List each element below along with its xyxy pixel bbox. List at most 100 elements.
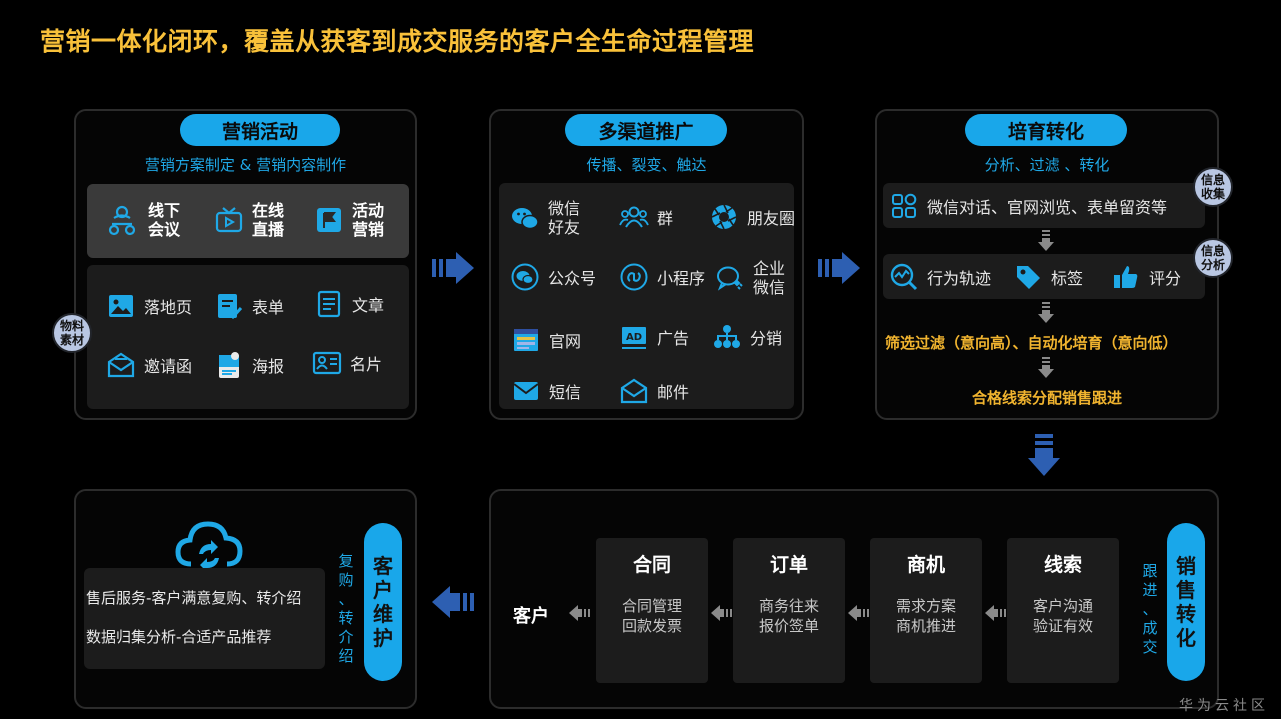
activity-label-line2: 直播: [252, 220, 285, 239]
channel-ad: AD 广告: [619, 322, 689, 352]
filter-text: 筛选过滤（意向高）、自动化培育（意向低）: [885, 334, 1178, 352]
svg-text:AD: AD: [626, 332, 642, 343]
marketing-subtitle: 营销方案制定 & 营销内容制作: [144, 156, 347, 174]
marketing-top-box: [87, 184, 409, 258]
page-title: 营销一体化闭环，覆盖从获客到成交服务的客户全生命过程管理: [40, 27, 755, 56]
channel-enterprise-wechat: 企业微信: [715, 259, 785, 297]
pill-char: 维: [373, 602, 393, 626]
trajectory-icon: [889, 262, 919, 292]
analysis-box: [883, 254, 1205, 299]
activity-label-line1: 在线: [252, 201, 285, 220]
maintain-pill: 客户维护: [364, 523, 402, 681]
stage-card-opportunity: 商机 需求方案商机推进: [870, 538, 982, 683]
website-icon: [511, 325, 541, 355]
activity-offline-meeting: 线下会议: [104, 201, 180, 239]
arrow-right-icon: [432, 252, 474, 284]
channel-moments: 朋友圈: [709, 202, 795, 232]
nurture-pill: 培育转化: [965, 114, 1127, 146]
stage-title: 商机: [906, 554, 945, 576]
activity-label-line2: 营销: [352, 220, 385, 239]
side-char: 复: [338, 552, 354, 570]
pill-char: 客: [373, 554, 393, 578]
arrow-left-icon: [848, 605, 869, 621]
id-card-icon: [312, 348, 342, 378]
pill-char: 转: [1176, 602, 1196, 626]
channel-label: 小程序: [657, 269, 706, 288]
side-char: 介: [338, 628, 354, 646]
info-analyze-badge: 信息分析: [1193, 238, 1233, 278]
data-analysis-text: 数据归集分析-合适产品推荐: [86, 628, 272, 646]
badge-line2: 素材: [59, 333, 84, 347]
channel-distribution: 分销: [712, 322, 782, 352]
badge-line2: 分析: [1200, 258, 1225, 272]
material-invitation: 邀请函: [106, 350, 192, 380]
maintain-side-text: 复购、转介绍: [336, 552, 356, 666]
material-business-card: 名片: [312, 348, 382, 378]
side-char: 、: [338, 590, 354, 608]
sales-pill: 销售转化: [1167, 523, 1205, 681]
wechat-icon: [510, 203, 540, 233]
side-char: 进: [1142, 581, 1158, 599]
assign-text: 合格线索分配销售跟进: [971, 389, 1122, 407]
stage-line1: 合同管理: [621, 597, 682, 615]
customer-label: 客户: [513, 606, 549, 627]
material-form: 表单: [214, 291, 284, 321]
arrow-right-icon: [818, 252, 860, 284]
arrow-down-icon: [1038, 357, 1054, 378]
stage-card-lead: 线索 客户沟通验证有效: [1007, 538, 1119, 683]
collect-item: 微信对话、官网浏览、表单留资等: [889, 191, 1167, 221]
analysis-label: 评分: [1149, 269, 1182, 288]
maintain-box: [84, 568, 325, 669]
analysis-score: 评分: [1111, 262, 1181, 292]
channels-box: [499, 183, 794, 409]
side-char: 绍: [338, 647, 354, 665]
badge-line1: 物料: [59, 319, 84, 333]
arrow-down-icon: [1038, 230, 1054, 251]
group-icon: [619, 202, 649, 232]
material-label: 名片: [350, 355, 383, 374]
activity-label-line2: 会议: [148, 220, 181, 239]
collect-box: [883, 183, 1205, 228]
stage-line1: 商务往来: [758, 597, 819, 615]
channel-mail: 邮件: [619, 376, 689, 406]
material-landing-page: 落地页: [106, 291, 192, 321]
channel-wechat-friends: 微信好友: [510, 199, 580, 237]
arrow-left-icon: [432, 586, 474, 618]
stage-line2: 商机推进: [895, 617, 956, 635]
channel-label: 短信: [549, 383, 582, 402]
image-icon: [106, 291, 136, 321]
watermark: 华为云社区: [1179, 698, 1269, 714]
analysis-label: 标签: [1051, 269, 1084, 288]
people-meeting-icon: [104, 202, 140, 238]
after-sales-text: 售后服务-客户满意复购、转介绍: [86, 589, 302, 607]
channel-label: 群: [657, 209, 674, 228]
stage-line2: 验证有效: [1032, 617, 1093, 635]
arrow-left-icon: [711, 605, 732, 621]
thumbs-up-icon: [1111, 262, 1141, 292]
analysis-tag: 标签: [1013, 262, 1083, 292]
channel-official-account: 公众号: [510, 262, 596, 292]
badge-line1: 信息: [1200, 244, 1225, 258]
side-char: 、: [1142, 600, 1158, 618]
materials-box: [87, 265, 409, 409]
nurture-subtitle: 分析、过滤 、转化: [984, 156, 1110, 174]
material-label: 海报: [252, 357, 285, 376]
tag-icon: [1013, 262, 1043, 292]
moments-icon: [709, 202, 739, 232]
info-collect-badge: 信息收集: [1193, 167, 1233, 207]
material-poster: 海报: [214, 350, 284, 380]
channel-label-line2: 微信: [753, 278, 786, 297]
sms-icon: [511, 376, 541, 406]
sales-side-text: 跟进、成交: [1140, 562, 1160, 657]
channel-label: 邮件: [657, 383, 690, 402]
pill-char: 售: [1176, 578, 1196, 602]
official-account-icon: [510, 262, 540, 292]
mail-icon: [619, 376, 649, 406]
document-icon: [314, 289, 344, 319]
channels-pill: 多渠道推广: [565, 114, 727, 146]
stage-title: 合同: [632, 554, 671, 576]
material-article: 文章: [314, 289, 384, 319]
material-label: 文章: [352, 296, 385, 315]
analysis-label: 行为轨迹: [927, 269, 992, 288]
channel-label: 官网: [549, 332, 582, 351]
